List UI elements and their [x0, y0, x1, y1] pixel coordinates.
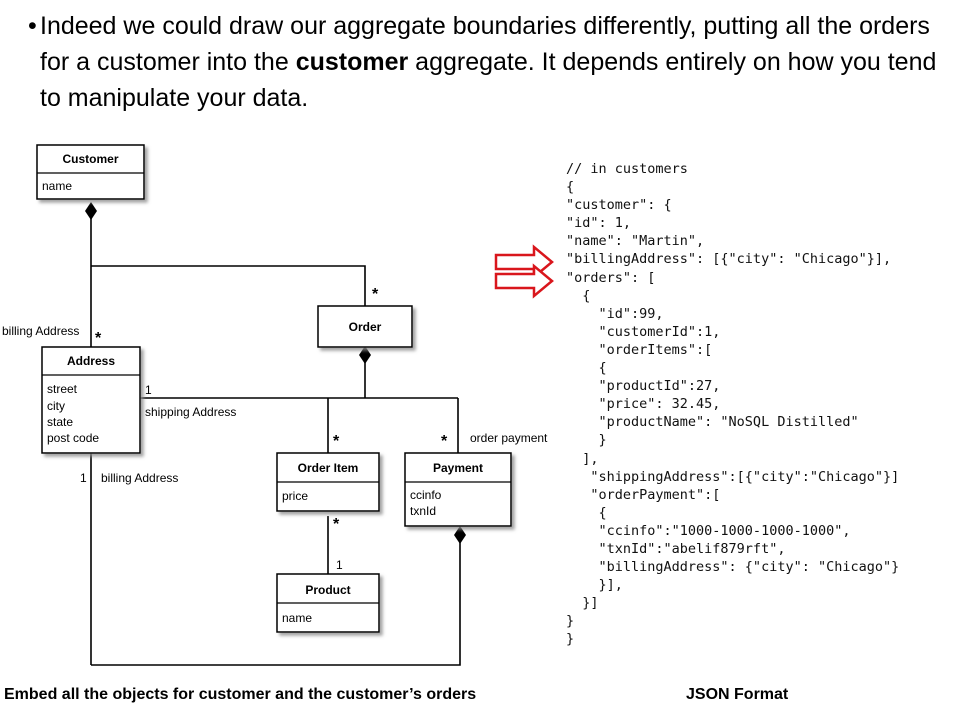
class-payment-name: Payment	[433, 461, 483, 475]
bullet-text-part2: aggregate. It depends entirely on how yo…	[40, 48, 937, 112]
class-order-item-name: Order Item	[298, 461, 359, 475]
class-address-attr: city	[47, 399, 65, 413]
code-line: "ccinfo":"1000-1000-1000-1000",	[566, 522, 851, 539]
bullet-text-part1: Indeed we could draw our aggregate bound…	[40, 12, 930, 76]
red-arrow-icon	[494, 263, 554, 299]
label-shipping-address: shipping Address	[145, 405, 236, 419]
bullet-text: Indeed we could draw our aggregate bound…	[30, 8, 950, 116]
class-address-attr: state	[47, 415, 73, 429]
caption-embed: Embed all the objects for customer and t…	[4, 686, 477, 703]
code-line: "id":99,	[566, 305, 664, 322]
label-billing-address-bottom: billing Address	[101, 471, 178, 485]
order-composition-diamond	[359, 346, 371, 364]
code-line: "billingAddress": [{"city": "Chicago"}],	[566, 251, 892, 268]
caption-json-format: JSON Format	[686, 686, 789, 703]
multiplicity-star: *	[95, 330, 102, 347]
code-line: "id": 1,	[566, 215, 632, 232]
customer-order-line	[91, 265, 366, 306]
code-line: "orders": [	[566, 269, 656, 286]
class-payment-attr: ccinfo	[410, 488, 442, 502]
class-product-name: Product	[305, 583, 350, 597]
payment-billing-line	[91, 540, 461, 666]
multiplicity-star: *	[441, 433, 448, 450]
multiplicity-one: 1	[145, 383, 152, 397]
code-line: "orderItems":[	[566, 341, 713, 358]
code-line: "txnId":"abelif879rft",	[566, 540, 786, 557]
code-line: ],	[566, 450, 599, 467]
bullet-symbol: •	[28, 12, 37, 40]
multiplicity-star: *	[372, 286, 379, 303]
code-line: "name": "Martin",	[566, 233, 705, 250]
code-line: "shippingAddress":[{"city":"Chicago"}]	[566, 468, 900, 485]
code-line: }	[566, 432, 607, 449]
multiplicity-star: *	[333, 516, 340, 533]
code-line: {	[566, 360, 607, 377]
json-code-block: // in customers{"customer": {"id": 1,"na…	[566, 160, 956, 649]
payment-composition-diamond	[454, 526, 466, 544]
highlight-arrows	[494, 244, 554, 299]
code-line: "customerId":1,	[566, 323, 721, 340]
class-customer-name: Customer	[62, 152, 118, 166]
code-line: // in customers	[566, 161, 688, 177]
class-address-name: Address	[67, 354, 115, 368]
class-product: Product name	[276, 573, 380, 633]
code-line: }	[566, 613, 575, 630]
code-line: "productId":27,	[566, 378, 721, 395]
multiplicity-one: 1	[336, 558, 343, 572]
class-product-attr: name	[282, 611, 312, 625]
code-line: "price": 32.45,	[566, 396, 721, 413]
bullet-text-bold: customer	[295, 48, 409, 76]
label-order-payment: order payment	[470, 431, 548, 445]
code-line: {	[566, 504, 607, 521]
code-line: }]	[566, 595, 599, 612]
class-address-attr: street	[47, 382, 78, 396]
customer-composition-diamond	[85, 202, 97, 220]
code-line: {	[566, 179, 575, 196]
class-payment-attr: txnId	[410, 504, 436, 518]
code-line: "orderPayment":[	[566, 486, 721, 503]
code-line: "customer": {	[566, 197, 672, 214]
code-line: "productName": "NoSQL Distilled"	[566, 414, 859, 431]
code-line: }	[566, 631, 575, 648]
code-line: "billingAddress": {"city": "Chicago"}	[566, 559, 900, 576]
class-customer-attr: name	[42, 179, 72, 193]
multiplicity-star: *	[333, 433, 340, 450]
class-payment: Payment ccinfo txnId	[404, 452, 512, 527]
multiplicity-one: 1	[80, 471, 87, 485]
label-billing-address-top: billing Address	[2, 324, 79, 338]
class-customer: Customer name	[36, 144, 145, 200]
bullet-paragraph: • Indeed we could draw our aggregate bou…	[28, 8, 950, 116]
class-address: Address street city state post code	[41, 346, 141, 454]
class-order: Order	[317, 305, 413, 348]
diagram-connectors	[90, 216, 461, 666]
code-line: {	[566, 287, 591, 304]
class-order-name: Order	[349, 320, 382, 334]
class-order-item-attr: price	[282, 489, 308, 503]
uml-class-diagram: Customer name Order Address street city …	[2, 144, 548, 666]
class-address-attr: post code	[47, 431, 99, 445]
code-line: }],	[566, 577, 623, 594]
class-order-item: Order Item price	[276, 452, 380, 512]
